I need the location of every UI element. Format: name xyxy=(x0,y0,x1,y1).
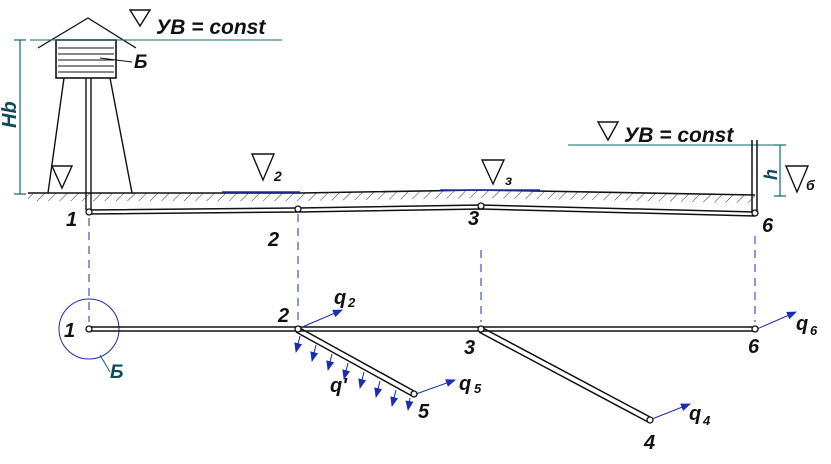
water-level-top: УВ = const xyxy=(30,9,282,41)
profile-node-2 xyxy=(294,205,302,213)
q2-sub: 2 xyxy=(347,295,356,310)
q6-sub: 6 xyxy=(810,323,818,338)
nabla-icon-6 xyxy=(784,165,810,194)
plan-label-2: 2 xyxy=(277,305,289,327)
plan-node-5 xyxy=(410,390,418,398)
tank-label-b: Б xyxy=(134,52,147,73)
plan-label-4: 4 xyxy=(643,432,655,454)
flow-arrow-q4 xyxy=(651,403,691,420)
plan-label-1: 1 xyxy=(64,320,75,342)
q2-label: q xyxy=(334,287,346,309)
plan-label-6: 6 xyxy=(748,336,760,358)
profile-label-2: 2 xyxy=(267,229,279,251)
uv-top-label: УВ = const xyxy=(156,16,266,39)
plan-node-4 xyxy=(646,416,654,424)
hb-label: Hb xyxy=(0,101,21,128)
tower-leg-right xyxy=(109,77,133,194)
flow-arrow-q6 xyxy=(756,311,797,330)
right-reservoir: УВ = const h б xyxy=(568,121,815,212)
plan-node-1 xyxy=(85,325,93,333)
q-prime-label: q' xyxy=(330,375,348,397)
branch-2-5-top xyxy=(297,326,415,392)
nabla-3-sub: з xyxy=(505,172,512,188)
tower-leg-left xyxy=(47,77,65,194)
plan-node-3 xyxy=(477,325,485,333)
nabla-icon-3 xyxy=(480,159,506,186)
plan-node-6 xyxy=(751,325,759,333)
branch-3-4-bottom xyxy=(478,331,649,423)
ground-profile xyxy=(28,189,756,217)
tank-label-b-plan: Б xyxy=(110,362,123,383)
plan-label-3: 3 xyxy=(464,337,475,359)
plan-view: Б q' xyxy=(58,287,818,454)
distributed-flow-arrows xyxy=(294,335,414,411)
nabla-icon-tower xyxy=(50,165,74,190)
q5-label: q xyxy=(459,373,471,395)
profile-label-1: 1 xyxy=(66,209,77,231)
profile-pipe-top xyxy=(88,204,756,213)
h-label: h xyxy=(761,169,781,180)
ground-surface-line xyxy=(28,189,756,196)
profile-node-3 xyxy=(477,202,485,210)
profile-label-6: 6 xyxy=(762,215,774,237)
q4-label: q xyxy=(689,403,701,425)
tank-leader-line xyxy=(99,57,133,63)
uv-right-label: УВ = const xyxy=(624,124,734,147)
nabla-icon-2 xyxy=(250,153,276,182)
tower-roof xyxy=(37,17,137,49)
tank-water-lines xyxy=(58,47,114,73)
q4-sub: 4 xyxy=(702,413,711,428)
nabla-icon xyxy=(128,9,152,28)
nabla-6-sub: б xyxy=(806,177,815,193)
projection-lines xyxy=(88,214,756,322)
plan-label-5: 5 xyxy=(418,401,430,423)
water-tower xyxy=(37,17,137,210)
branch-2-5-bottom xyxy=(295,331,413,397)
q6-label: q xyxy=(796,313,808,335)
flow-arrow-q5 xyxy=(415,379,456,395)
branch-3-4-top xyxy=(480,326,651,418)
hb-dimension: Hb xyxy=(0,39,26,195)
profile-label-3: 3 xyxy=(468,208,479,230)
q5-sub: 5 xyxy=(474,381,482,396)
tower-plan-circle xyxy=(58,298,120,360)
profile-node-1 xyxy=(85,208,93,216)
profile-pipe-bottom xyxy=(88,208,756,217)
flow-arrow-q2 xyxy=(299,309,343,329)
nabla-2-sub: 2 xyxy=(273,168,282,184)
tower-plan-leader xyxy=(99,354,111,373)
plan-node-2 xyxy=(294,325,302,333)
nabla-icon-right xyxy=(596,121,620,142)
